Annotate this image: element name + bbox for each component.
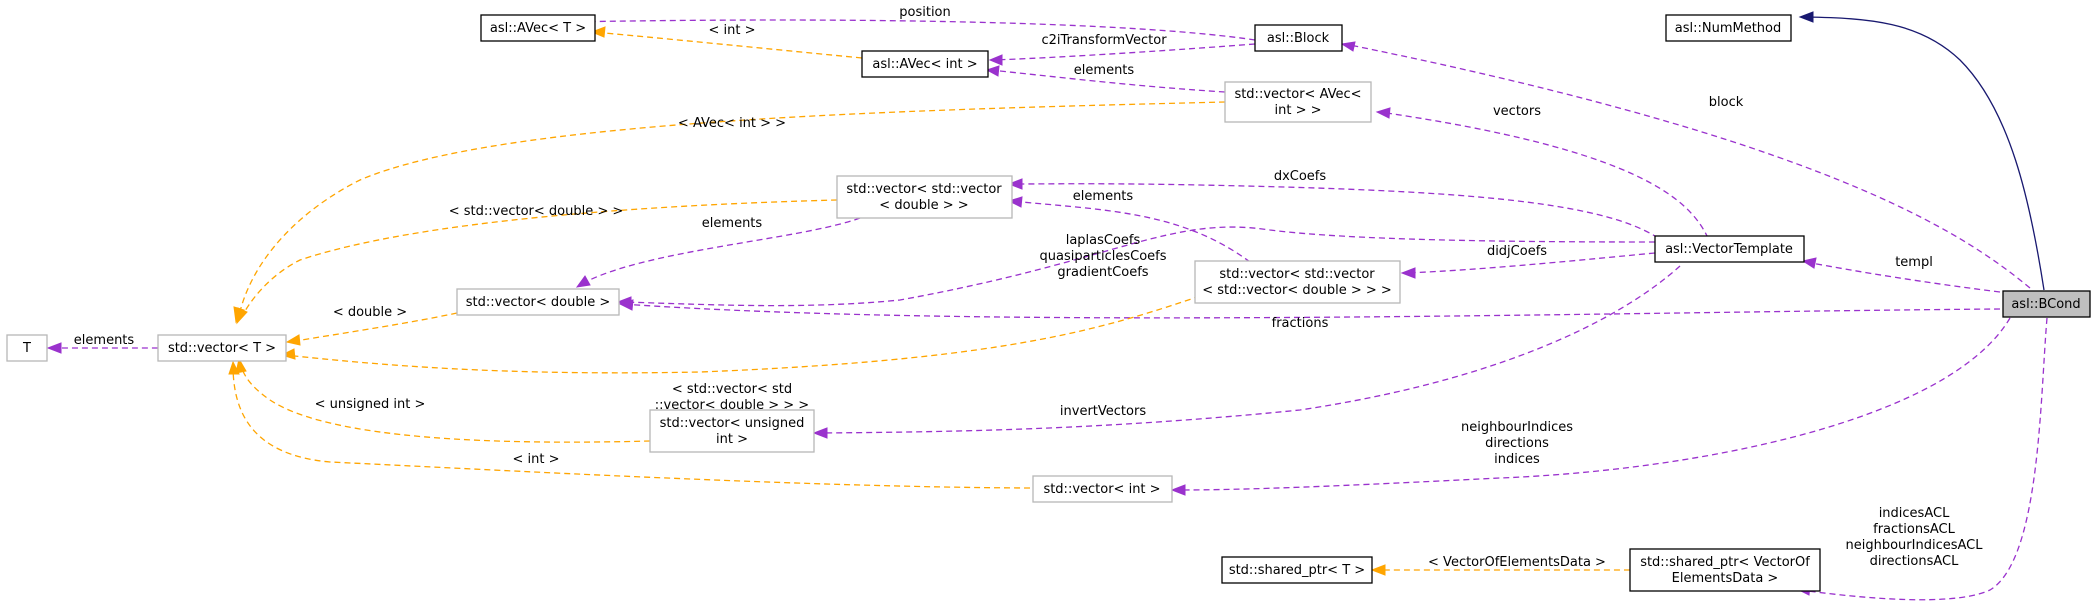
edge-int xyxy=(228,360,1031,489)
svg-text:< double > >: < double > > xyxy=(879,198,968,213)
label-c2i: c2iTransformVector xyxy=(1041,33,1167,48)
edge-unsigned xyxy=(235,357,651,443)
label-didjcoefs: didjCoefs xyxy=(1487,244,1547,259)
label-avec-int-int: < AVec< int > > xyxy=(678,116,786,131)
svg-text:std::vector< std::vector: std::vector< std::vector xyxy=(846,182,1002,197)
label-index-3: indices xyxy=(1494,452,1540,467)
svg-text:int > >: int > > xyxy=(1275,103,1322,118)
svg-text:int >: int > xyxy=(716,432,748,447)
label-vec-double-vec: < std::vector< double > > xyxy=(449,204,624,219)
edge-didjcoefs xyxy=(1400,252,1656,279)
label-elements-vvd: elements xyxy=(1073,189,1134,204)
label-templ: templ xyxy=(1895,255,1933,270)
label-invert-vectors: invertVectors xyxy=(1060,404,1146,419)
edge-dxcoefs xyxy=(1007,178,1659,239)
node-vec-unsigned[interactable]: std::vector< unsigned int > xyxy=(649,409,815,453)
svg-text:std::shared_ptr< VectorOf: std::shared_ptr< VectorOf xyxy=(1640,555,1810,570)
edge-vec-double-vec xyxy=(236,199,838,325)
svg-text:std::vector< unsigned: std::vector< unsigned xyxy=(660,416,805,431)
svg-text:asl::Block: asl::Block xyxy=(1267,31,1330,46)
edge-invert-vectors xyxy=(812,265,1681,439)
svg-text:asl::VectorTemplate: asl::VectorTemplate xyxy=(1665,242,1793,257)
node-shared-ptr-t[interactable]: std::shared_ptr< T > xyxy=(1221,556,1373,584)
label-elements-t: elements xyxy=(74,333,135,348)
label-unsigned: < unsigned int > xyxy=(315,397,426,412)
node-vec-vec-vec-double[interactable]: std::vector< std::vector < std::vector< … xyxy=(1194,260,1401,304)
node-vec-t[interactable]: std::vector< T > xyxy=(157,334,287,362)
edge-indices xyxy=(1170,317,2011,496)
node-avec-int[interactable]: asl::AVec< int > xyxy=(861,50,989,78)
edge-elements-avec xyxy=(985,65,1226,93)
label-block: block xyxy=(1709,95,1744,110)
svg-text:ElementsData >: ElementsData > xyxy=(1672,571,1779,586)
node-vec-vec-double[interactable]: std::vector< std::vector < double > > xyxy=(836,175,1013,219)
edge-vectors xyxy=(1375,107,1709,239)
node-vec-double[interactable]: std::vector< double > xyxy=(456,288,620,316)
edge-vofed xyxy=(1370,564,1630,576)
label-index-2: directions xyxy=(1485,436,1549,451)
svg-text:asl::AVec< int >: asl::AVec< int > xyxy=(872,57,977,72)
edge-inheritance xyxy=(1798,11,2045,291)
svg-text:std::vector< std::vector: std::vector< std::vector xyxy=(1219,267,1375,282)
edge-avec-int-vec xyxy=(233,101,1226,324)
node-shared-ptr-vofed[interactable]: std::shared_ptr< VectorOf ElementsData > xyxy=(1629,548,1821,592)
edge-avec-int-template xyxy=(590,26,863,59)
edge-elements-vd xyxy=(575,217,861,288)
svg-text:asl::NumMethod: asl::NumMethod xyxy=(1675,21,1782,36)
node-bcond[interactable]: asl::BCond xyxy=(2002,290,2091,318)
edge-elements-vvd xyxy=(1007,196,1251,263)
node-avec-t[interactable]: asl::AVec< T > xyxy=(480,14,596,42)
node-t[interactable]: T xyxy=(6,334,48,362)
svg-text:< std::vector< double > > >: < std::vector< double > > > xyxy=(1202,283,1392,298)
label-index-1: neighbourIndices xyxy=(1461,420,1573,435)
label-acl-2: fractionsACL xyxy=(1873,522,1955,537)
label-int-avec: < int > xyxy=(709,23,756,38)
node-vec-int[interactable]: std::vector< int > xyxy=(1032,475,1173,503)
label-int: < int > xyxy=(513,452,560,467)
label-double: < double > xyxy=(333,305,407,320)
edge-double xyxy=(285,312,458,346)
svg-text:asl::AVec< T >: asl::AVec< T > xyxy=(490,21,586,36)
label-elements-avec: elements xyxy=(1074,63,1135,78)
svg-text:std::vector< int >: std::vector< int > xyxy=(1043,482,1160,497)
svg-text:std::vector< AVec<: std::vector< AVec< xyxy=(1234,87,1361,102)
label-coef-3: gradientCoefs xyxy=(1057,265,1148,280)
label-acl-4: directionsACL xyxy=(1870,554,1959,569)
svg-text:std::vector< double >: std::vector< double > xyxy=(466,295,610,310)
edge-c2i xyxy=(988,43,1256,66)
label-acl-1: indicesACL xyxy=(1879,506,1950,521)
label-vofed: < VectorOfElementsData > xyxy=(1428,555,1606,570)
label-elements-vd: elements xyxy=(702,216,763,231)
label-coef-2: quasiparticlesCoefs xyxy=(1039,249,1166,264)
label-vvvd-1: < std::vector< std xyxy=(672,382,792,397)
svg-text:T: T xyxy=(22,341,31,356)
node-num-method[interactable]: asl::NumMethod xyxy=(1665,14,1792,42)
label-vvvd-2: ::vector< double > > > xyxy=(655,398,809,413)
svg-text:asl::BCond: asl::BCond xyxy=(2011,297,2080,312)
label-coef-1: laplasCoefs xyxy=(1066,233,1141,248)
edge-templ xyxy=(1801,257,2001,293)
label-acl-3: neighbourIndicesACL xyxy=(1846,538,1984,553)
edge-fractions xyxy=(618,299,2001,319)
node-vec-avec-int[interactable]: std::vector< AVec< int > > xyxy=(1224,81,1372,123)
edge-block xyxy=(1340,41,2031,289)
label-fractions: fractions xyxy=(1272,316,1329,331)
label-dxcoefs: dxCoefs xyxy=(1274,169,1327,184)
node-block[interactable]: asl::Block xyxy=(1254,24,1343,52)
svg-text:std::vector< T >: std::vector< T > xyxy=(168,341,276,356)
edge-vvvd xyxy=(280,295,1201,374)
node-vector-template[interactable]: asl::VectorTemplate xyxy=(1654,235,1805,263)
label-position: position xyxy=(899,5,951,20)
svg-text:std::shared_ptr< T >: std::shared_ptr< T > xyxy=(1229,563,1365,578)
edge-elements-t xyxy=(46,342,158,354)
label-vectors: vectors xyxy=(1493,104,1541,119)
